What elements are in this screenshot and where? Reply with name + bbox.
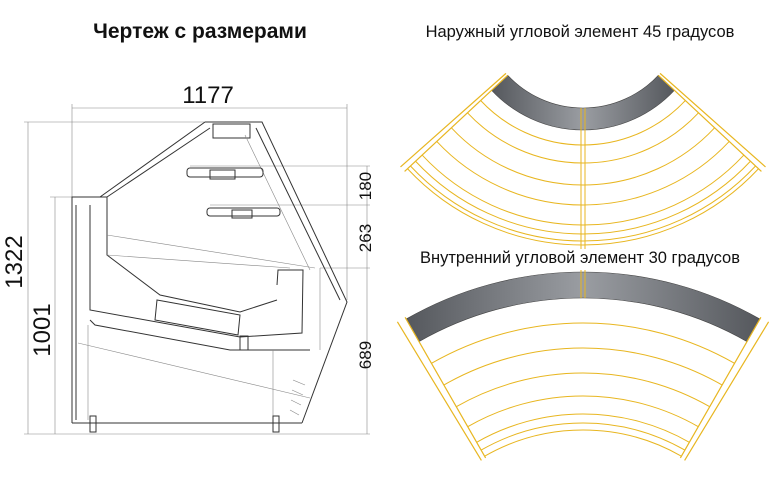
side-frame (684, 321, 770, 461)
side-frame (659, 72, 766, 168)
side-frame (400, 72, 507, 168)
dim-counter-height: 1001 (29, 303, 56, 356)
frame-arc (484, 429, 682, 457)
glass-band (405, 271, 761, 343)
side-frame (396, 321, 482, 461)
dim-shelf-gap-bottom: 263 (356, 224, 375, 252)
cabinet-outline (71, 121, 348, 433)
frame-arc (480, 422, 686, 451)
frame-arc (467, 112, 699, 164)
leg-right (272, 415, 280, 433)
leg-left (89, 415, 97, 433)
side-frame (404, 74, 509, 172)
frame-arc (436, 141, 730, 206)
side-view-drawing: 1177 1322 1001 180 263 689 (1, 82, 375, 435)
frame-arc (456, 372, 710, 408)
inner-corner-title: Внутренний угловой элемент 30 градусов (420, 249, 740, 267)
frame-arc (476, 413, 690, 443)
side-frame (657, 74, 762, 172)
frame-arc (410, 165, 756, 242)
drawing-title: Чертеж с размерами (93, 20, 307, 43)
dim-shelf-gap-top: 180 (356, 172, 375, 200)
glass-band (491, 74, 675, 131)
frame-arc (451, 127, 715, 186)
frame-arc (421, 154, 745, 226)
dim-total-height: 1322 (1, 235, 28, 288)
inner-corner-diagram (396, 270, 770, 461)
frame-arc (431, 322, 735, 364)
frame-arc (467, 395, 699, 428)
frame-arc (443, 347, 723, 386)
dim-width: 1177 (182, 82, 234, 109)
frame-arc (407, 168, 759, 246)
side-frame (679, 317, 762, 459)
frame-arc (480, 100, 686, 146)
side-frame (404, 317, 487, 459)
dimension-lines (24, 104, 370, 435)
frame-arc (415, 160, 751, 235)
outer-corner-diagram (400, 72, 766, 249)
dim-front-height: 689 (356, 341, 375, 369)
outer-corner-title: Наружный угловой элемент 45 градусов (426, 23, 735, 41)
